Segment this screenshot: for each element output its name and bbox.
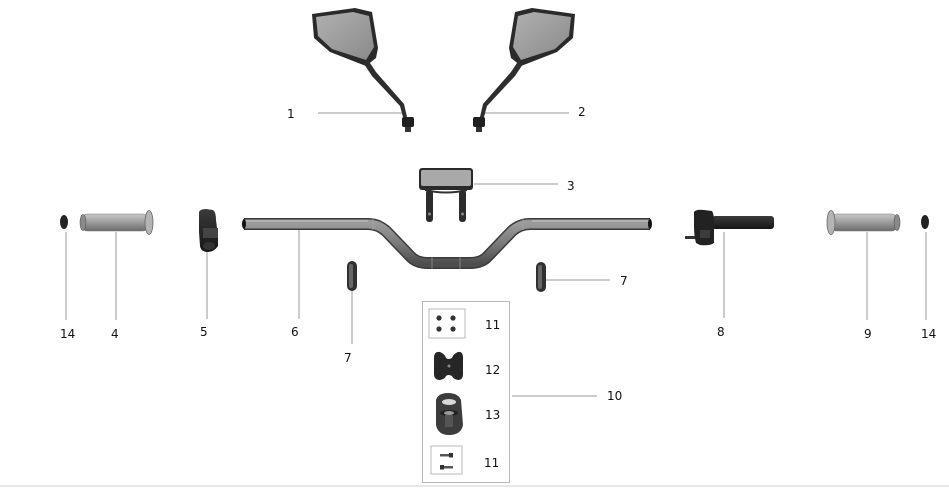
callout-label-13: 13	[485, 408, 501, 422]
bracket-part-3	[419, 168, 473, 222]
callout-label-6: 6	[291, 325, 299, 339]
callout-label-8: 8	[717, 325, 725, 339]
callout-label-14-right: 14	[921, 327, 937, 341]
callout-label-12: 12	[485, 363, 501, 377]
callout-label-2: 2	[578, 105, 586, 119]
callout-label-14-left: 14	[60, 327, 76, 341]
callout-label-3: 3	[567, 179, 575, 193]
handlebar-part-6	[242, 218, 652, 269]
mirror-left-part-1	[312, 8, 414, 132]
mirror-right-part-2	[473, 8, 575, 132]
upper-clamp-part-12	[434, 351, 463, 380]
callout-label-5: 5	[200, 325, 208, 339]
grip-right-part-9	[826, 210, 901, 235]
callout-label-10: 10	[607, 389, 623, 403]
kit-bolts-top-part-11	[428, 308, 466, 339]
riser-base-part-13	[436, 393, 463, 435]
bottom-divider	[0, 485, 949, 487]
bar-end-left-part-14	[60, 215, 68, 229]
throttle-part-8	[685, 209, 774, 246]
callout-label-11-bottom: 11	[484, 456, 500, 470]
callout-label-4: 4	[111, 327, 119, 341]
callout-label-11-top: 11	[485, 318, 501, 332]
spacer-right-part-7	[536, 262, 546, 292]
callout-label-7-right: 7	[620, 274, 628, 288]
callout-label-9: 9	[864, 327, 872, 341]
spacer-left-part-7	[347, 261, 357, 291]
switch-housing-left-part-5	[199, 209, 218, 252]
callout-label-1: 1	[287, 107, 295, 121]
callout-label-7-left: 7	[344, 351, 352, 365]
grip-left-part-4	[79, 210, 154, 235]
kit-bolts-bottom-part-11	[430, 445, 463, 475]
bar-end-right-part-14	[921, 215, 929, 229]
leader-lines	[65, 112, 927, 397]
riser-kit-box-part-10	[422, 301, 510, 483]
